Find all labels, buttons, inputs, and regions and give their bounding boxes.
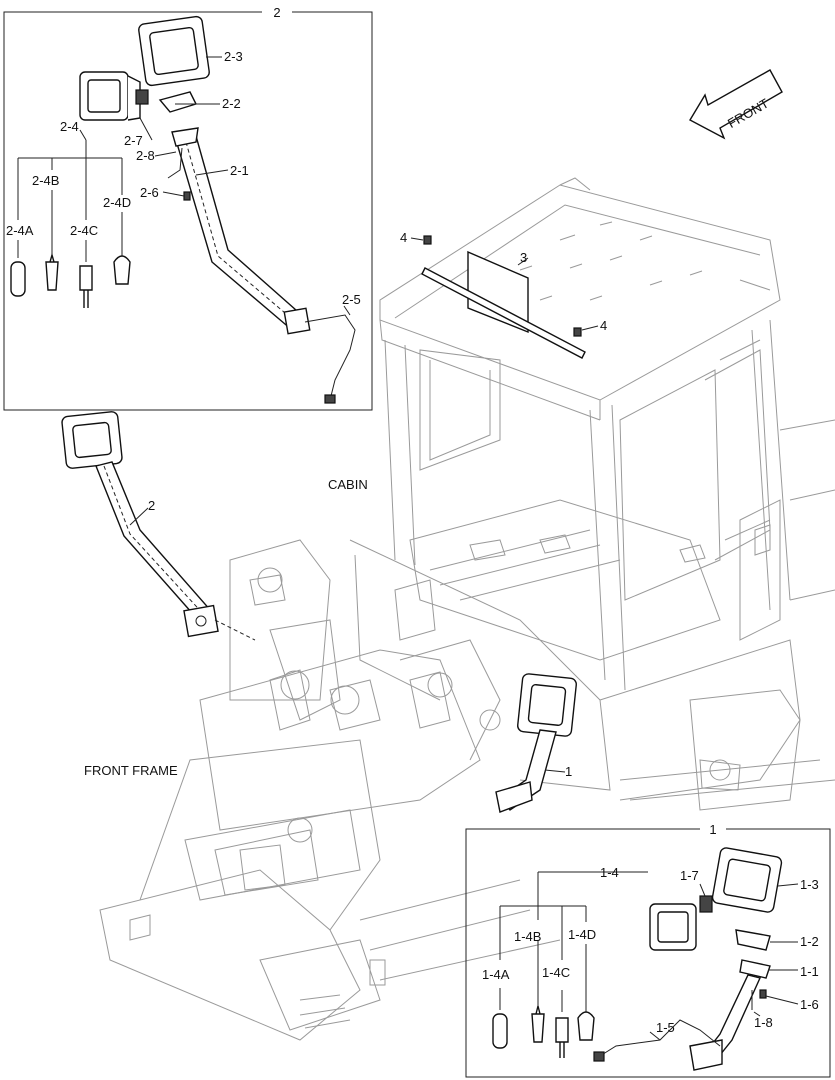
guard-1-3: [711, 847, 783, 913]
harness-1-5: [599, 1019, 721, 1057]
label-1-1: 1-1: [800, 964, 819, 979]
label-part-3: 3: [520, 250, 527, 265]
bulbs-1: [492, 1005, 595, 1058]
label-2-7: 2-7: [124, 133, 143, 148]
label-2-3: 2-3: [224, 49, 243, 64]
plate-3: 3: [421, 250, 586, 359]
label-part-2: 2: [148, 498, 155, 513]
switch-2-7: [135, 89, 149, 105]
label-2-4A: 2-4A: [6, 223, 34, 238]
label-2-4D: 2-4D: [103, 195, 131, 210]
label-1-6: 1-6: [800, 997, 819, 1012]
label-1-3: 1-3: [800, 877, 819, 892]
bulbs-2: [10, 252, 131, 308]
label-1-4: 1-4: [600, 865, 619, 880]
label-1-4C: 1-4C: [542, 965, 570, 980]
label-2-4B: 2-4B: [32, 173, 59, 188]
detail-2-panel: 2: [3, 3, 373, 411]
switch-1-7: [699, 895, 713, 913]
guard-2-3: [138, 15, 210, 87]
label-1-8: 1-8: [754, 1015, 773, 1030]
label-cabin: CABIN: [328, 477, 368, 492]
label-1-4B: 1-4B: [514, 929, 541, 944]
label-2-8: 2-8: [136, 148, 155, 163]
label-2-1: 2-1: [230, 163, 249, 178]
lamp-1-4: [649, 903, 697, 951]
stand-1-1: [739, 959, 771, 979]
label-1-4D: 1-4D: [568, 927, 596, 942]
bolt-1-6: [759, 989, 767, 999]
label-1-4A: 1-4A: [482, 967, 510, 982]
bolts-4: 4 4: [400, 230, 607, 337]
label-front-frame: FRONT FRAME: [84, 763, 178, 778]
cabin-roof: [379, 184, 781, 401]
label-1-2: 1-2: [800, 934, 819, 949]
label-1-5: 1-5: [656, 1020, 675, 1035]
detail-1-title: 1: [709, 822, 716, 837]
lamp-assembly-2: 2: [61, 411, 256, 641]
label-2-5: 2-5: [342, 292, 361, 307]
lamp-assembly-1: 1: [495, 673, 577, 813]
machine-illustration: [99, 177, 835, 1041]
label-2-4: 2-4: [60, 119, 79, 134]
label-2-6: 2-6: [140, 185, 159, 200]
bracket-1-2: [735, 929, 771, 951]
lamp-2-4: [79, 71, 141, 121]
bracket-2-2: [158, 91, 197, 113]
harness-2-5: [304, 314, 356, 401]
bolt-2-6: [183, 191, 191, 201]
label-2-2: 2-2: [222, 96, 241, 111]
label-part-4-top: 4: [400, 230, 407, 245]
label-1-7: 1-7: [680, 868, 699, 883]
label-part-1: 1: [565, 764, 572, 779]
label-2-4C: 2-4C: [70, 223, 98, 238]
detail-2-title: 2: [273, 5, 280, 20]
front-arrow: FRONT: [689, 69, 783, 140]
detail-1-panel: 1: [465, 820, 831, 1078]
label-part-4-right: 4: [600, 318, 607, 333]
